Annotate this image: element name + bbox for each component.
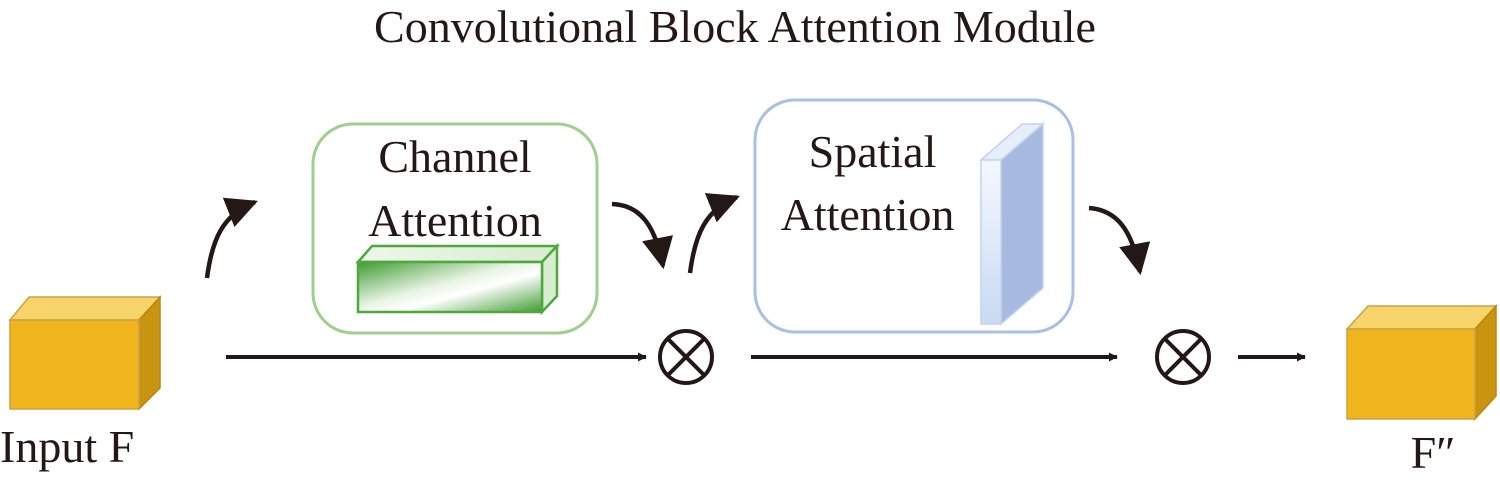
spatial-attention-label-line1: Spatial [808,126,937,177]
channel-attention-label-line1: Channel [378,131,532,182]
curved-arrow-to-channel [204,197,258,279]
output-label: F″ [1410,427,1456,478]
multiply-operator-2-icon [1155,329,1211,385]
channel-attention-bar-icon [355,242,560,316]
multiply-operator-1-icon [658,329,714,385]
curved-arrow-from-spatial [1088,205,1151,276]
spatial-attention-label-line2: Attention [780,189,955,240]
curved-arrow-from-channel [611,201,674,270]
channel-attention-label-line2: Attention [368,195,542,246]
diagram-title: Convolutional Block Attention Module [374,1,1096,52]
spatial-attention-plate-icon [979,122,1046,326]
output-feature-cube [1345,304,1498,421]
curved-arrow-to-spatial [687,193,740,274]
input-feature-cube [8,295,162,411]
input-label: Input F [0,421,135,472]
